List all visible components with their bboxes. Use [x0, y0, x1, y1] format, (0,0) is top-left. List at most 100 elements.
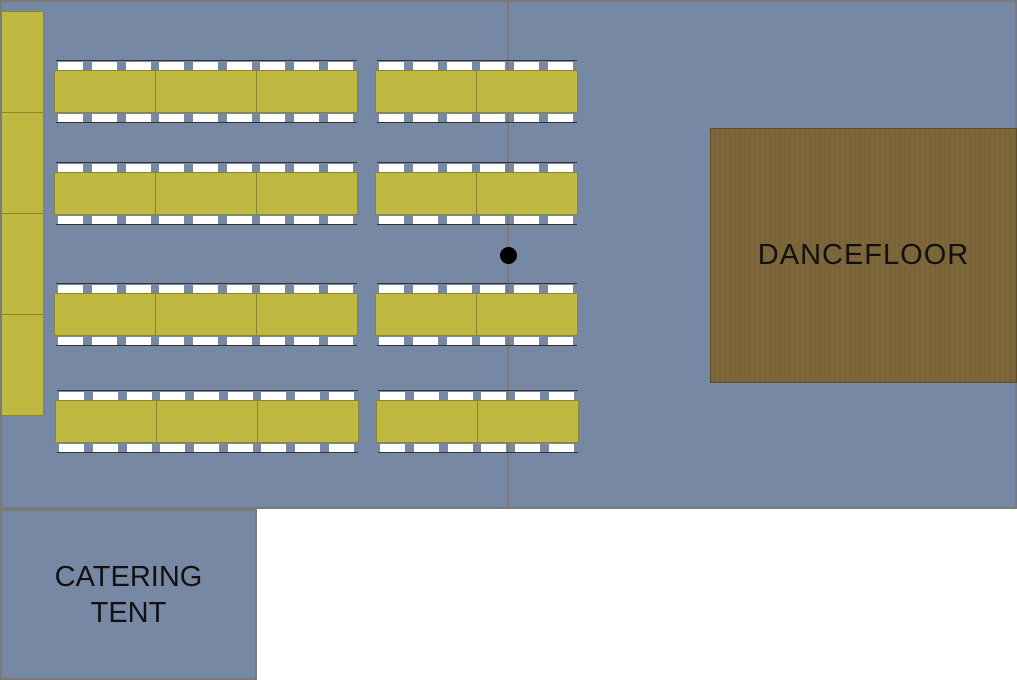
chair — [379, 285, 404, 293]
chair — [480, 114, 505, 122]
chair — [328, 216, 353, 224]
chair — [58, 62, 83, 70]
dancefloor-label: DANCEFLOOR — [757, 239, 970, 271]
chair — [260, 285, 285, 293]
chair — [126, 114, 151, 122]
chair-row-line — [377, 60, 577, 61]
chair — [447, 216, 472, 224]
chair — [58, 164, 83, 172]
chair — [413, 114, 438, 122]
chair — [126, 62, 151, 70]
head-table-segment — [1, 112, 44, 214]
chair — [227, 337, 252, 345]
chair — [193, 337, 218, 345]
chair — [481, 392, 506, 400]
chair — [92, 216, 117, 224]
chair — [260, 62, 285, 70]
chair — [159, 62, 184, 70]
banquet-table — [256, 293, 358, 336]
chair — [413, 285, 438, 293]
chair — [126, 216, 151, 224]
chair — [328, 62, 353, 70]
banquet-table — [155, 172, 257, 215]
head-table-segment — [1, 213, 44, 315]
chair — [193, 164, 218, 172]
chair-row-line — [56, 60, 357, 61]
chair — [59, 392, 84, 400]
chair — [379, 216, 404, 224]
chair — [92, 62, 117, 70]
chair — [227, 62, 252, 70]
chair — [260, 337, 285, 345]
chair — [413, 337, 438, 345]
chair — [447, 114, 472, 122]
chair — [447, 337, 472, 345]
chair-row-line — [377, 122, 577, 123]
banquet-table — [375, 293, 477, 336]
banquet-table — [375, 70, 477, 113]
chair — [228, 444, 253, 452]
chair — [380, 444, 405, 452]
chair — [514, 62, 539, 70]
banquet-table — [155, 293, 257, 336]
chair — [447, 62, 472, 70]
chair — [414, 392, 439, 400]
chair-row-line — [377, 224, 577, 225]
chair — [480, 164, 505, 172]
chair-row-line — [56, 283, 357, 284]
chair-row-line — [56, 122, 357, 123]
chair — [126, 164, 151, 172]
chair — [228, 392, 253, 400]
chair — [261, 392, 286, 400]
chair — [159, 337, 184, 345]
chair — [413, 62, 438, 70]
chair — [260, 164, 285, 172]
banquet-table — [55, 400, 157, 443]
chair-row-line — [57, 452, 358, 453]
chair — [227, 285, 252, 293]
chair — [514, 114, 539, 122]
chair — [328, 285, 353, 293]
dancefloor: DANCEFLOOR — [710, 128, 1017, 383]
chair — [549, 392, 574, 400]
chair — [227, 216, 252, 224]
chair-row-line — [57, 390, 358, 391]
chair — [58, 114, 83, 122]
chair-row-line — [377, 283, 577, 284]
chair — [227, 114, 252, 122]
chair — [294, 114, 319, 122]
chair-row-line — [56, 224, 357, 225]
banquet-table — [256, 70, 358, 113]
chair-row-line — [378, 390, 578, 391]
chair — [448, 444, 473, 452]
banquet-table — [54, 172, 156, 215]
chair-row-line — [378, 452, 578, 453]
chair — [93, 392, 118, 400]
chair — [379, 337, 404, 345]
chair — [329, 444, 354, 452]
head-table-segment — [1, 314, 44, 416]
banquet-table — [156, 400, 258, 443]
chair — [515, 444, 540, 452]
chair — [193, 62, 218, 70]
chair — [328, 164, 353, 172]
catering-label-line2: TENT — [90, 596, 167, 629]
chair — [380, 392, 405, 400]
chair — [514, 285, 539, 293]
chair — [447, 285, 472, 293]
chair — [194, 392, 219, 400]
chair — [379, 164, 404, 172]
chair — [159, 216, 184, 224]
chair — [548, 164, 573, 172]
chair — [294, 216, 319, 224]
chair — [548, 285, 573, 293]
chair — [193, 114, 218, 122]
banquet-table — [54, 70, 156, 113]
chair — [548, 216, 573, 224]
chair — [295, 392, 320, 400]
chair — [160, 444, 185, 452]
chair — [379, 114, 404, 122]
chair — [92, 114, 117, 122]
banquet-table — [54, 293, 156, 336]
